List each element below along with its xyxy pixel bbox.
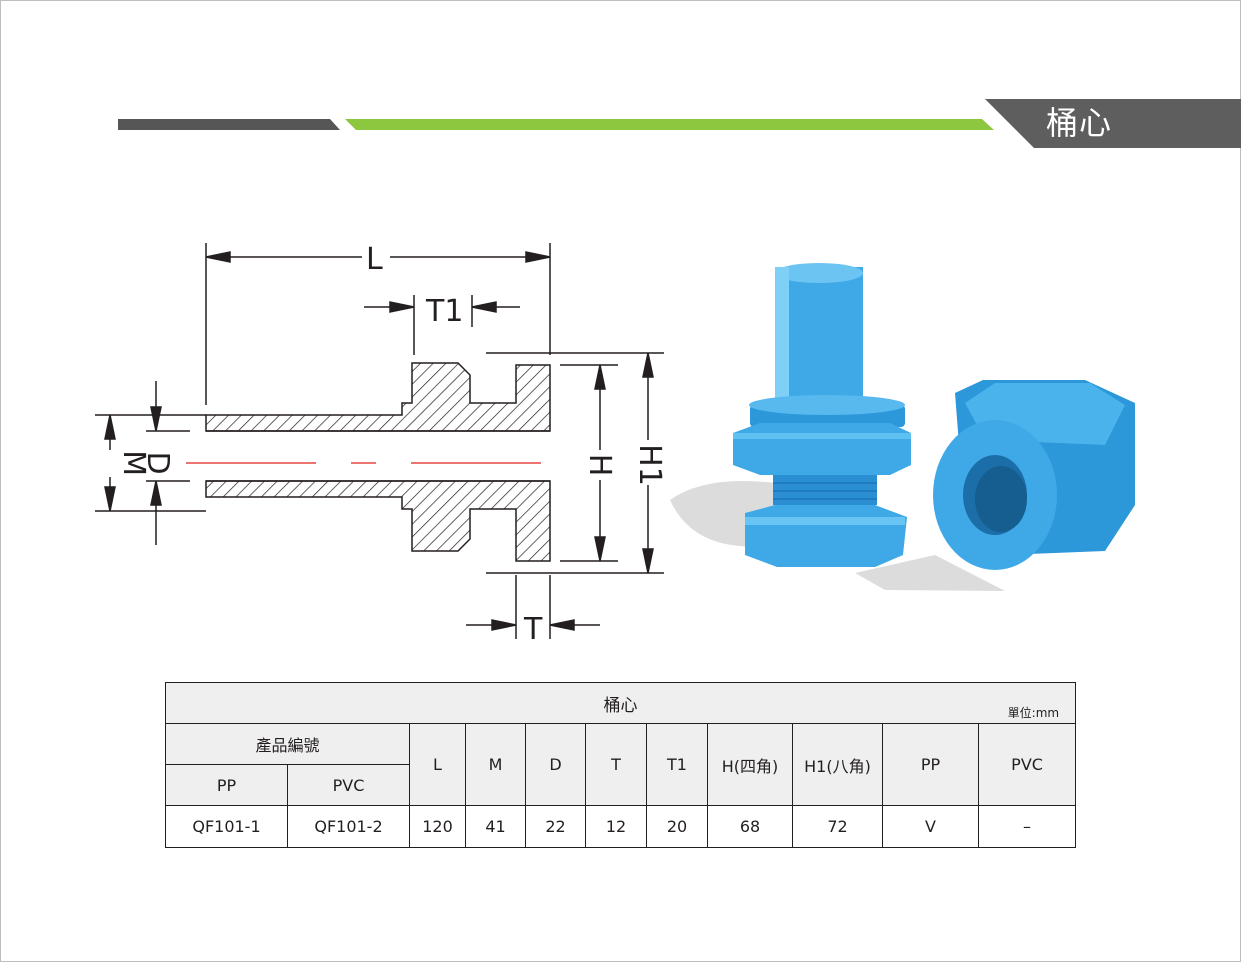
col-header-pp: PP bbox=[882, 723, 979, 806]
pp-header: PP bbox=[165, 764, 288, 806]
green-stripe bbox=[345, 119, 994, 130]
col-header-h1: H1(八角) bbox=[792, 723, 883, 806]
col-header-h: H(四角) bbox=[707, 723, 793, 806]
dim-label-m: M bbox=[116, 450, 151, 476]
pp-code-cell: QF101-1 bbox=[165, 805, 288, 848]
dim-label-l: L bbox=[366, 242, 383, 277]
col-header-m: M bbox=[465, 723, 526, 806]
table-header-row: 產品編號 L M D T T1 H(四角) H1(八角) PP PVC bbox=[165, 723, 1077, 806]
value-m: 41 bbox=[465, 805, 526, 848]
page-title: 桶心 bbox=[1046, 104, 1113, 142]
col-header-pvc: PVC bbox=[977, 723, 1077, 806]
spec-table: 桶心 單位:mm 產品編號 L M D T T1 H(四角) H1(八角) PP… bbox=[164, 682, 1077, 848]
value-t1: 20 bbox=[646, 805, 708, 848]
product-photo bbox=[670, 263, 1135, 591]
value-pvc: – bbox=[977, 805, 1077, 848]
value-h1: 72 bbox=[792, 805, 883, 848]
unit-label: 單位:mm bbox=[1007, 706, 1060, 720]
technical-drawing: L T1 T M D H H1 bbox=[95, 242, 667, 647]
dim-label-h: H bbox=[582, 454, 617, 477]
value-l: 120 bbox=[409, 805, 466, 848]
col-header-l: L bbox=[409, 723, 466, 806]
pvc-code-cell: QF101-2 bbox=[287, 805, 410, 848]
dim-label-d: D bbox=[140, 451, 175, 474]
table-caption-cell: 桶心 單位:mm bbox=[164, 682, 1077, 724]
dark-stripe bbox=[118, 119, 340, 130]
product-no-header: 產品編號 bbox=[165, 723, 410, 765]
dim-label-t1: T1 bbox=[425, 294, 463, 329]
value-h: 68 bbox=[707, 805, 793, 848]
dim-label-t: T bbox=[523, 612, 543, 647]
header-bars bbox=[118, 99, 1241, 148]
table-caption-row: 桶心 單位:mm bbox=[164, 682, 1077, 724]
value-pp: V bbox=[882, 805, 979, 848]
table-row: QF101-1 QF101-2 120 41 22 12 20 68 72 V … bbox=[165, 805, 1077, 848]
value-t: 12 bbox=[585, 805, 647, 848]
col-header-t1: T1 bbox=[646, 723, 708, 806]
title-banner bbox=[985, 99, 1241, 148]
col-header-t: T bbox=[585, 723, 647, 806]
pvc-header: PVC bbox=[287, 764, 410, 806]
dim-label-h1: H1 bbox=[632, 444, 667, 486]
value-d: 22 bbox=[525, 805, 586, 848]
col-header-d: D bbox=[525, 723, 586, 806]
table-caption: 桶心 bbox=[603, 695, 638, 716]
